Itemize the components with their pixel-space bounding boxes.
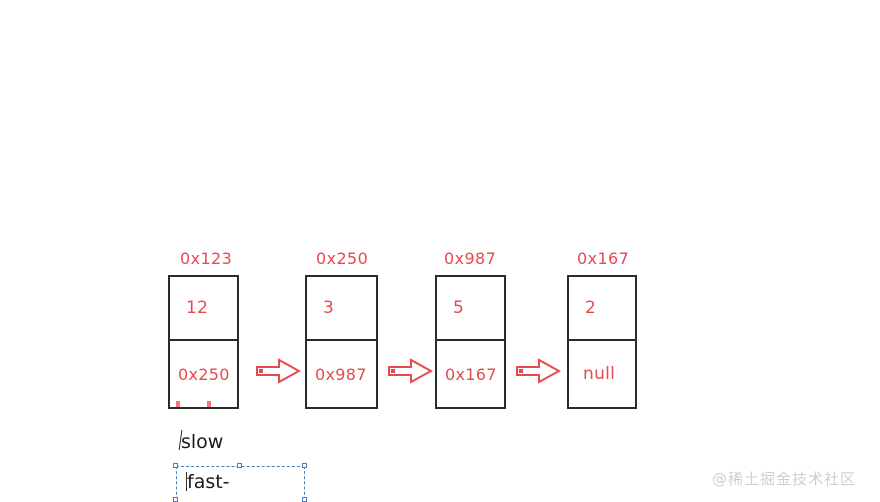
node-address-label-4: 0x167 bbox=[577, 249, 630, 268]
node-next-text-1: 0x250 bbox=[178, 364, 230, 384]
node-value-cell-1: 12 bbox=[170, 277, 237, 341]
node-value-cell-2: 3 bbox=[307, 277, 376, 341]
node-1-tick-mark-left bbox=[176, 401, 180, 407]
selection-handle-bottom-left[interactable] bbox=[173, 497, 178, 502]
list-node-4[interactable]: 2 null bbox=[567, 275, 637, 409]
node-address-label-3: 0x987 bbox=[444, 249, 497, 268]
arrow-node1-to-node2 bbox=[255, 358, 301, 384]
selection-handle-top-left[interactable] bbox=[173, 463, 178, 468]
node-address-label-2: 0x250 bbox=[316, 249, 369, 268]
node-value-text-4: 2 bbox=[585, 298, 597, 318]
node-value-text-1: 12 bbox=[186, 298, 209, 318]
node-value-cell-3: 5 bbox=[437, 277, 504, 341]
node-next-cell-2: 0x987 bbox=[307, 341, 376, 407]
list-node-1[interactable]: 12 0x250 bbox=[168, 275, 239, 409]
fast-pointer-label[interactable]: fast- bbox=[187, 471, 230, 493]
node-next-text-3: 0x167 bbox=[445, 364, 497, 384]
node-next-text-2: 0x987 bbox=[315, 364, 367, 384]
fast-pointer-caret bbox=[186, 472, 187, 491]
node-address-label-1: 0x123 bbox=[180, 249, 233, 268]
node-1-tick-mark-right bbox=[207, 401, 211, 407]
selection-handle-top-center[interactable] bbox=[237, 463, 242, 468]
arrow-node3-to-node4 bbox=[515, 358, 561, 384]
node-next-cell-1: 0x250 bbox=[170, 341, 237, 407]
watermark-text: @稀土掘金技术社区 bbox=[712, 470, 857, 488]
arrow-node2-to-node3 bbox=[387, 358, 433, 384]
node-next-cell-3: 0x167 bbox=[437, 341, 504, 407]
selection-handle-bottom-right[interactable] bbox=[302, 497, 307, 502]
slow-pointer-label[interactable]: slow bbox=[181, 431, 224, 453]
selection-handle-top-right[interactable] bbox=[302, 463, 307, 468]
node-value-cell-4: 2 bbox=[569, 277, 635, 341]
list-node-2[interactable]: 3 0x987 bbox=[305, 275, 378, 409]
node-next-cell-4: null bbox=[569, 341, 635, 407]
node-value-text-2: 3 bbox=[323, 298, 335, 318]
node-value-text-3: 5 bbox=[453, 298, 465, 318]
list-node-3[interactable]: 5 0x167 bbox=[435, 275, 506, 409]
node-next-text-4: null bbox=[583, 364, 616, 384]
